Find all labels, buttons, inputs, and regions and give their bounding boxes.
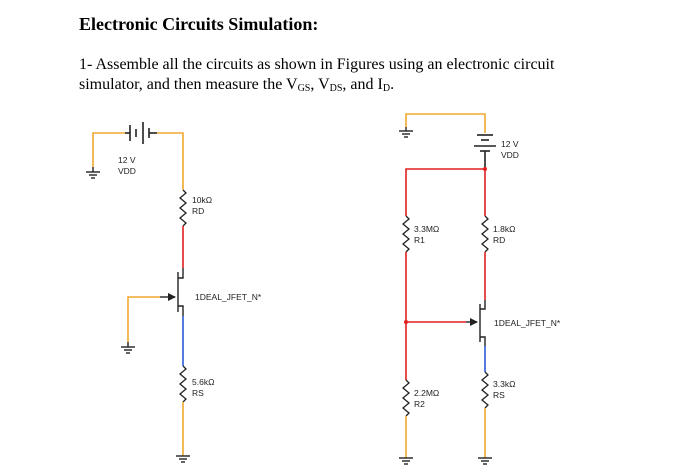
c1-jfet-icon xyxy=(160,268,184,316)
c1-supply-ground-icon xyxy=(86,167,100,179)
c1-drain-resistor-name: RD xyxy=(192,206,204,216)
instruction-line2: simulator, and then measure the VGS, VDS… xyxy=(79,76,395,94)
id-subscript: D xyxy=(382,83,391,94)
c1-drain-resistor-value: 10kΩ xyxy=(192,195,212,205)
c2-source-resistor-icon xyxy=(480,371,490,409)
c2-r2-icon xyxy=(401,379,411,417)
c2-r1-value: 3.3MΩ xyxy=(414,224,439,234)
c1-jfet-name: 1DEAL_JFET_N* xyxy=(195,292,262,302)
c2-r1-icon xyxy=(401,215,411,253)
c2-supply-ground-icon xyxy=(399,127,413,138)
vgs-subscript: GS xyxy=(297,83,311,94)
c2-jfet-name: 1DEAL_JFET_N* xyxy=(494,318,561,328)
instruction-text: 1- Assemble all the circuits as shown in… xyxy=(79,55,639,99)
c2-supply-wire xyxy=(405,113,486,133)
c1-source-resistor-value: 5.6kΩ xyxy=(192,377,214,387)
c2-supply-name: VDD xyxy=(501,150,519,160)
c1-source-resistor-icon xyxy=(178,365,188,403)
c1-gate-wire xyxy=(127,296,160,342)
c2-top-junction xyxy=(483,167,487,171)
c2-jfet-icon xyxy=(466,300,486,346)
c2-drain-resistor-value: 1.8kΩ xyxy=(493,224,515,234)
c2-r1-name: R1 xyxy=(414,235,425,245)
c1-supply-name: VDD xyxy=(118,166,136,176)
circuit-2: 12 V VDD 3.3MΩ R1 1.8kΩ RD xyxy=(399,113,561,465)
circuit-1: 12 V VDD 10kΩ RD 1DEAL_JFET_N* xyxy=(86,122,262,463)
c1-gate-ground-icon xyxy=(121,342,135,354)
vds-subscript: DS xyxy=(329,83,343,94)
c2-drain-resistor-icon xyxy=(480,215,490,253)
c1-battery-icon xyxy=(125,122,157,144)
c2-r2-ground-icon xyxy=(399,457,413,465)
page-heading: Electronic Circuits Simulation: xyxy=(79,14,319,34)
c1-source-ground-icon xyxy=(176,455,190,463)
c1-source-resistor-name: RS xyxy=(192,388,204,398)
c2-supply-value: 12 V xyxy=(501,139,519,149)
c2-r2-name: R2 xyxy=(414,399,425,409)
c2-battery-icon xyxy=(474,134,496,169)
c2-r2-value: 2.2MΩ xyxy=(414,388,439,398)
c2-source-ground-icon xyxy=(478,457,492,465)
instruction-line1: 1- Assemble all the circuits as shown in… xyxy=(79,56,555,73)
c2-drain-resistor-name: RD xyxy=(493,235,505,245)
c1-supply-value: 12 V xyxy=(118,155,136,165)
c1-supply-wire xyxy=(92,132,125,167)
c2-top-rail xyxy=(405,168,486,216)
c2-source-resistor-value: 3.3kΩ xyxy=(493,379,515,389)
c1-drain-resistor-icon xyxy=(178,189,188,227)
c2-source-resistor-name: RS xyxy=(493,390,505,400)
c1-drain-supply-wire xyxy=(157,132,184,190)
